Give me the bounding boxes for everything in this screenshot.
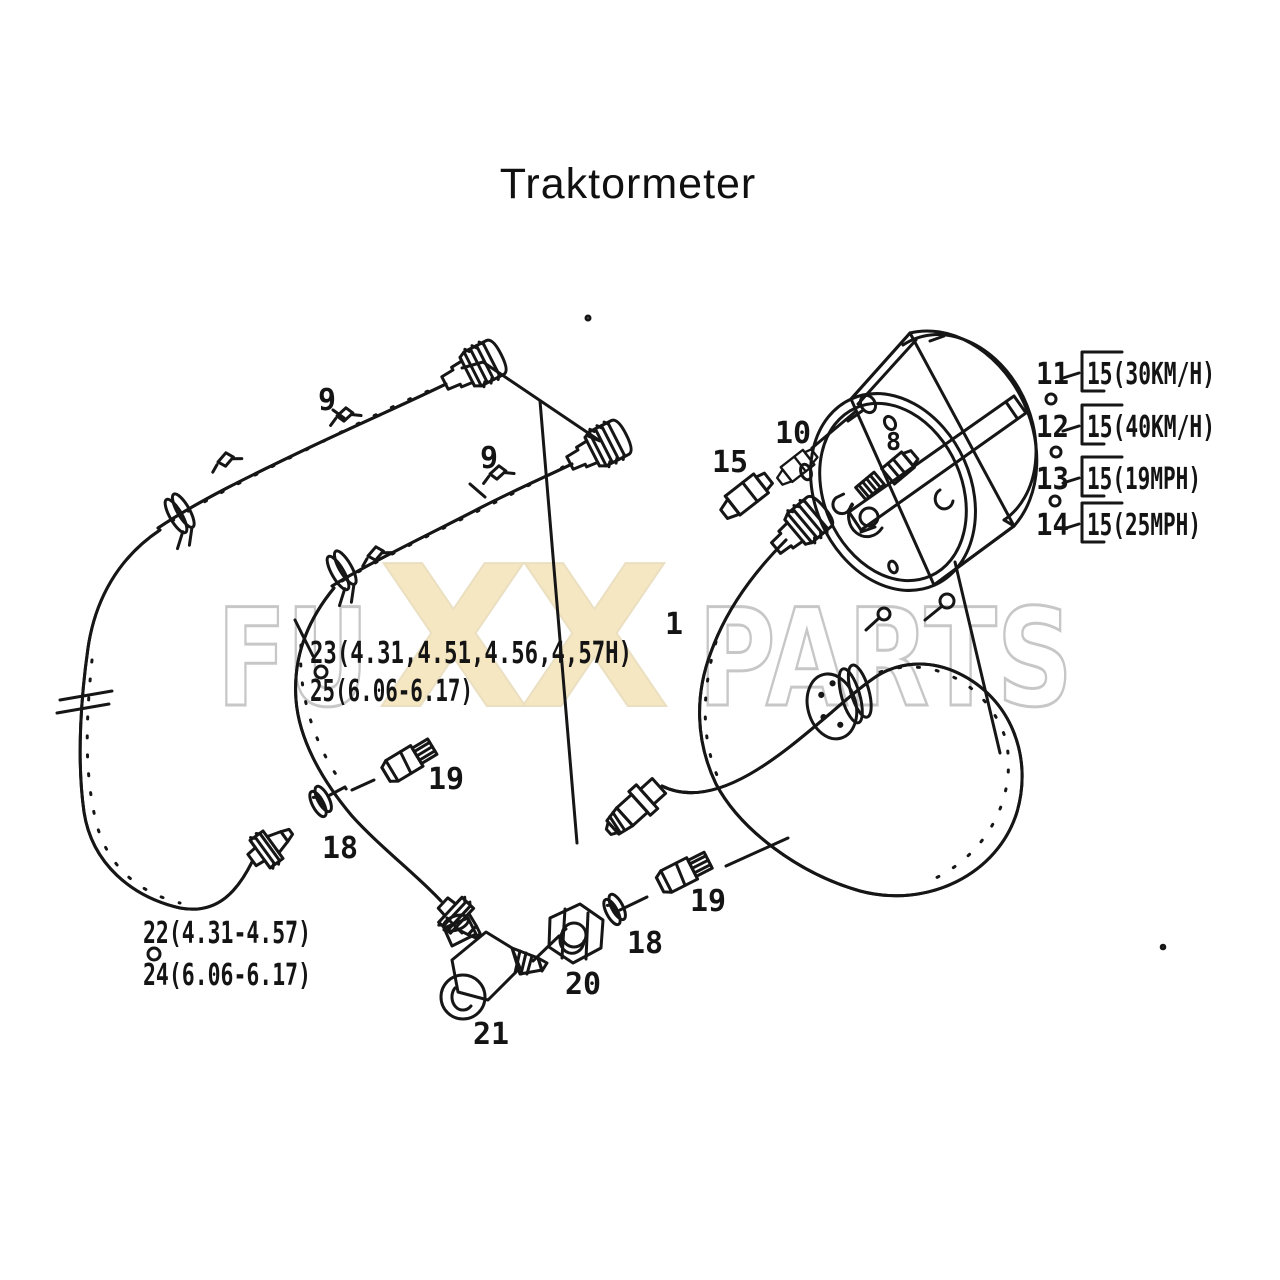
leader-key-a [350, 778, 376, 792]
variant-mid-2: 25(6.06-6.17) [310, 674, 473, 709]
sender-15 [719, 471, 774, 520]
option-bracket [1061, 501, 1124, 544]
leader-bulb [810, 410, 857, 450]
leader-gauge-bottom [953, 560, 1002, 755]
stud-hole-right [938, 592, 956, 610]
label-sender: 15 [712, 445, 748, 480]
bezel-outer [908, 329, 1039, 528]
option-label-13: 15(19MPH) [1087, 462, 1201, 497]
label-elbow: 21 [473, 1017, 509, 1052]
label-bracket: 8 [886, 427, 901, 456]
label-nut: 20 [565, 967, 601, 1002]
option-num-13: 13 [1036, 462, 1069, 497]
watermark: FU X X PARTS [216, 524, 1075, 754]
label-bulb: 10 [775, 416, 811, 451]
variant-left-2: 24(6.06-6.17) [143, 958, 311, 993]
grommet [805, 663, 873, 741]
variant-left-1: 22(4.31-4.57) [143, 916, 311, 951]
variant-mid-1: 23(4.31,4.51,4.56,4,57H) [310, 636, 632, 671]
spindle-boss [858, 506, 880, 528]
elbow-fitting [439, 913, 549, 1021]
callout-labels: 9 9 10 15 8 1 19 18 21 20 18 19 [318, 383, 901, 1052]
leader-key-b [724, 836, 790, 868]
option-num-11: 11 [1036, 357, 1069, 392]
watermark-x1: X [378, 525, 529, 753]
cable-a-splice [55, 689, 114, 715]
spindle-spring [854, 470, 886, 502]
gauge-back-face [809, 392, 977, 592]
bullet [313, 664, 329, 680]
bullet [1049, 445, 1063, 459]
bullet [146, 946, 162, 962]
leader-9b [468, 482, 487, 499]
option-label-14: 15(25MPH) [1087, 508, 1201, 543]
bullet [1048, 494, 1062, 508]
stud-hole-top [858, 393, 878, 415]
option-bracket [1061, 350, 1124, 393]
cable-a-flange [151, 489, 207, 553]
option-num-12: 12 [1036, 410, 1069, 445]
watermark-fu: FU [217, 580, 369, 737]
option-num-14: 14 [1036, 508, 1069, 543]
page-title: Traktormeter [500, 160, 757, 208]
bulb-10 [776, 448, 819, 486]
label-cable-a: 9 [318, 383, 336, 418]
bullet [1044, 392, 1058, 406]
label-key-b: 19 [690, 884, 726, 919]
label-cable-b: 9 [480, 441, 498, 476]
label-washer-b: 18 [627, 926, 663, 961]
mounting-bracket [847, 394, 1028, 532]
print-dot [1159, 943, 1167, 951]
cables [55, 382, 1024, 911]
cable-a-connector [433, 334, 513, 404]
variant-labels: 23(4.31,4.51,4.56,4,57H) 25(6.06-6.17) 2… [143, 636, 632, 993]
watermark-parts: PARTS [698, 580, 1073, 737]
gauge [799, 329, 1039, 632]
label-washer-a: 18 [322, 831, 358, 866]
speedo-option-column: 11 15(30KM/H) 12 15(40KM/H) 13 15(19MPH)… [1036, 350, 1215, 544]
print-dot [584, 314, 592, 322]
label-drive-cable: 1 [665, 607, 683, 642]
option-label-12: 15(40KM/H) [1087, 410, 1215, 445]
label-key-a: 19 [428, 762, 464, 797]
stud-hole-bottom [876, 606, 892, 622]
drive-cable-end-fitting [596, 772, 672, 845]
cable-a-clip-2 [206, 446, 244, 474]
leader-washer-a [328, 785, 347, 797]
option-bracket [1061, 403, 1124, 446]
cable-texture [85, 385, 1010, 905]
option-bracket [1061, 455, 1124, 498]
bezel-inner [901, 333, 1038, 522]
connectors [151, 334, 920, 1021]
cable-b-connector [558, 414, 638, 484]
option-label-11: 15(30KM/H) [1087, 357, 1215, 392]
union-nut [547, 902, 605, 965]
watermark-x2: X [519, 525, 670, 753]
